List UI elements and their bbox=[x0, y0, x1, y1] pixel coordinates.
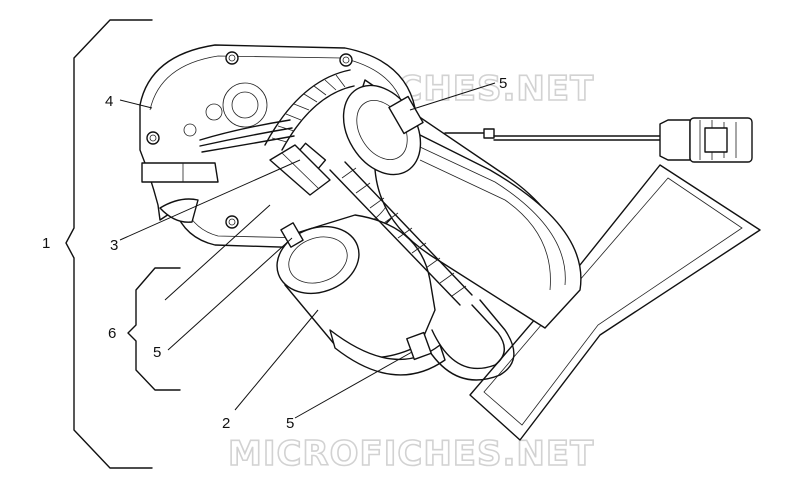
corrugated-hose-lower bbox=[329, 161, 473, 306]
flange-plate bbox=[139, 44, 416, 249]
corrugated-hose-upper bbox=[264, 69, 355, 151]
brace-group-1 bbox=[65, 19, 153, 469]
callout-5-bottom: 5 bbox=[286, 415, 294, 432]
callout-2: 2 bbox=[222, 415, 230, 432]
leader-lines bbox=[119, 82, 496, 419]
callout-6: 6 bbox=[108, 325, 116, 342]
callout-5-top: 5 bbox=[499, 75, 507, 92]
return-pipe bbox=[406, 299, 515, 381]
pump-body bbox=[342, 79, 582, 329]
callout-1: 1 bbox=[42, 235, 50, 252]
pressure-regulator bbox=[276, 214, 446, 376]
callout-5-left: 5 bbox=[153, 344, 161, 361]
callout-3: 3 bbox=[110, 237, 118, 254]
callout-4: 4 bbox=[105, 93, 113, 110]
watermark-bottom: MICROFICHES.NET bbox=[228, 434, 594, 474]
outlet-nipple bbox=[269, 144, 331, 196]
electrical-connector bbox=[444, 117, 753, 163]
brace-group-6 bbox=[127, 267, 181, 391]
